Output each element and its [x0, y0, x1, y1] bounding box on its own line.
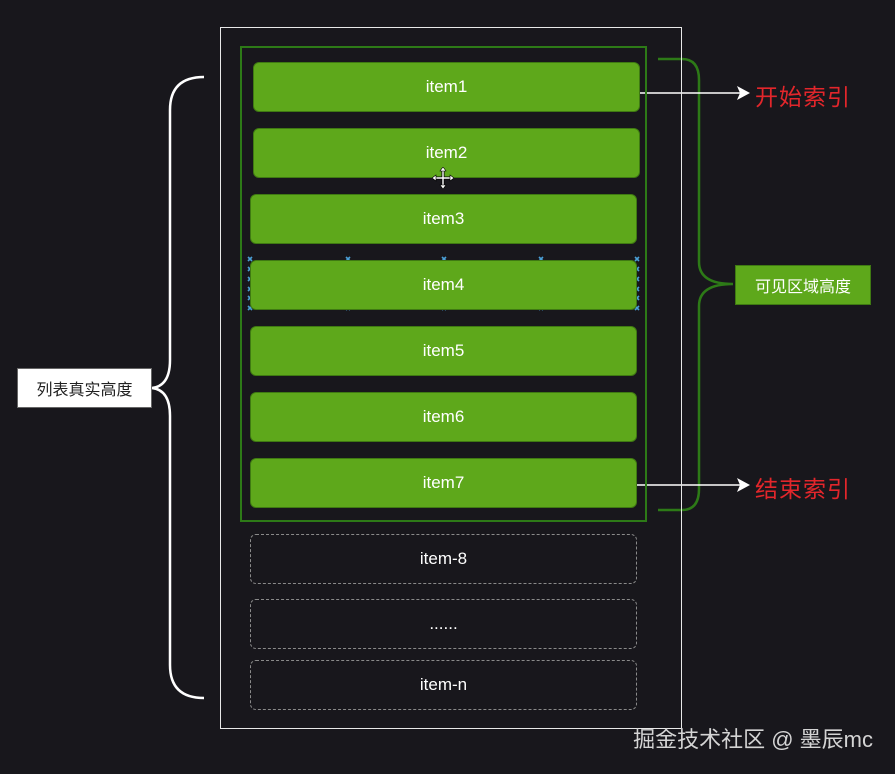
list-item[interactable]: item6: [250, 392, 637, 442]
list-height-brace: [151, 75, 205, 700]
list-item[interactable]: item3: [250, 194, 637, 244]
list-item[interactable]: item5: [250, 326, 637, 376]
list-item[interactable]: item1: [253, 62, 640, 112]
list-item-hidden: item-n: [250, 660, 637, 710]
watermark-text: 掘金技术社区 @ 墨辰mc: [633, 727, 873, 752]
list-container: [220, 27, 682, 729]
visible-height-brace: [658, 57, 734, 512]
list-item[interactable]: item2: [253, 128, 640, 178]
list-item[interactable]: item4: [250, 260, 637, 310]
end-index-label: 结束索引: [755, 476, 851, 502]
list-item-hidden: item-8: [250, 534, 637, 584]
move-cursor-icon: [432, 167, 454, 189]
start-index-arrow: [638, 86, 750, 100]
list-real-height-label: 列表真实高度: [17, 368, 152, 408]
end-index-arrow: [636, 478, 750, 492]
list-item-hidden: ......: [250, 599, 637, 649]
start-index-label: 开始索引: [755, 84, 851, 110]
visible-area-height-label: 可见区域高度: [735, 265, 871, 305]
list-item[interactable]: item7: [250, 458, 637, 508]
visible-viewport: [240, 46, 647, 522]
